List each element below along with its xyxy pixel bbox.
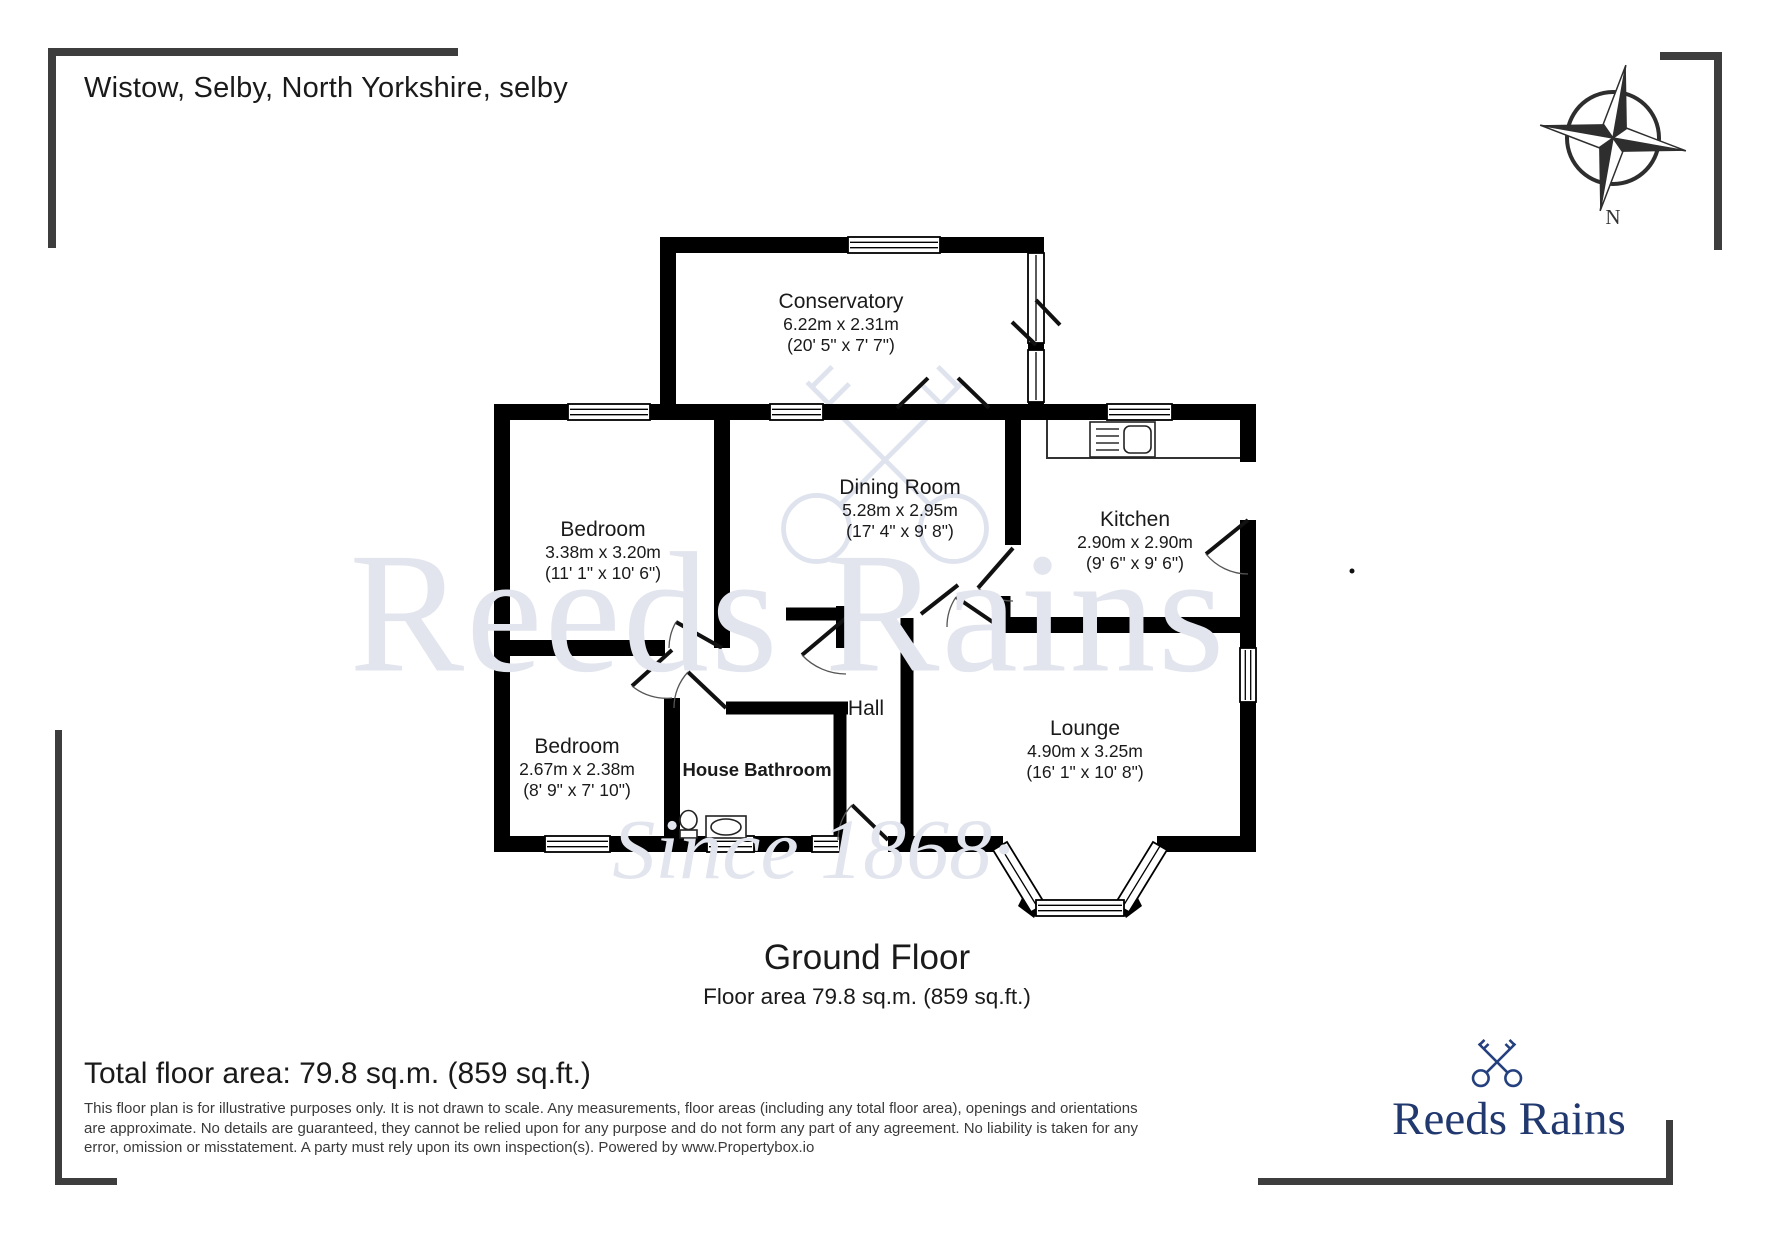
room-label-bathroom: House Bathroom	[682, 758, 831, 782]
bay-window	[991, 840, 1169, 918]
room-name: House Bathroom	[682, 759, 832, 780]
logo-crossed-keys-icon	[1468, 1036, 1526, 1091]
room-name: Hall	[847, 697, 885, 720]
compass-rose-icon	[1539, 64, 1687, 212]
room-dim-imperial: (20' 5" x 7' 7")	[787, 334, 895, 355]
kitchen-sink-icon	[1046, 420, 1240, 459]
room-name: Bedroom	[534, 735, 620, 758]
room-name: Kitchen	[1099, 508, 1171, 531]
stray-dot	[1349, 568, 1355, 574]
room-name: Dining Room	[839, 476, 961, 499]
room-label-bedroom2: Bedroom 2.67m x 2.38m (8' 9" x 7' 10")	[519, 735, 635, 800]
brand-logo-text: Reeds Rains	[1392, 1093, 1626, 1145]
corner-brackets	[48, 48, 1722, 1185]
room-name: Bedroom	[560, 518, 646, 541]
total-floor-area: Total floor area: 79.8 sq.m. (859 sq.ft.…	[84, 1057, 591, 1090]
disclaimer-text: This floor plan is for illustrative purp…	[84, 1100, 1138, 1156]
page-title: Wistow, Selby, North Yorkshire, selby	[84, 72, 568, 104]
room-dim-metric: 2.67m x 2.38m	[519, 759, 635, 779]
room-dim-metric: 2.90m x 2.90m	[1077, 532, 1193, 552]
room-label-kitchen: Kitchen 2.90m x 2.90m (9' 6" x 9' 6")	[1077, 508, 1193, 573]
room-dim-imperial: (8' 9" x 7' 10")	[523, 779, 631, 800]
room-name: Conservatory	[778, 290, 904, 313]
room-dim-imperial: (17' 4" x 9' 8")	[846, 520, 954, 541]
room-dim-metric: 4.90m x 3.25m	[1027, 741, 1143, 761]
room-label-bedroom1: Bedroom 3.38m x 3.20m (11' 1" x 10' 6")	[545, 518, 661, 583]
room-dim-imperial: (11' 1" x 10' 6")	[544, 562, 662, 583]
floor-area-line: Floor area 79.8 sq.m. (859 sq.ft.)	[703, 984, 1031, 1009]
floor-title: Ground Floor	[763, 938, 971, 977]
windows	[544, 236, 1257, 853]
room-dim-metric: 5.28m x 2.95m	[842, 500, 958, 520]
room-dim-imperial: (9' 6" x 9' 6")	[1086, 552, 1184, 573]
watermark-brand: Reeds Rains	[349, 518, 1227, 709]
doors	[630, 376, 1250, 842]
room-label-conservatory: Conservatory 6.22m x 2.31m (20' 5" x 7' …	[779, 290, 904, 355]
compass-north-label: N	[1605, 205, 1621, 229]
room-label-lounge: Lounge 4.90m x 3.25m (16' 1" x 10' 8")	[1026, 717, 1143, 782]
room-dim-imperial: (16' 1" x 10' 8")	[1026, 761, 1144, 782]
watermark-since: Since 1868·	[612, 801, 1014, 897]
room-dim-metric: 3.38m x 3.20m	[545, 542, 661, 562]
room-label-dining: Dining Room 5.28m x 2.95m (17' 4" x 9' 8…	[839, 476, 960, 541]
bathroom-fixtures-icon	[679, 809, 747, 839]
room-name: Lounge	[1049, 717, 1121, 740]
room-label-hall: Hall	[848, 697, 884, 721]
room-dim-metric: 6.22m x 2.31m	[783, 314, 899, 334]
